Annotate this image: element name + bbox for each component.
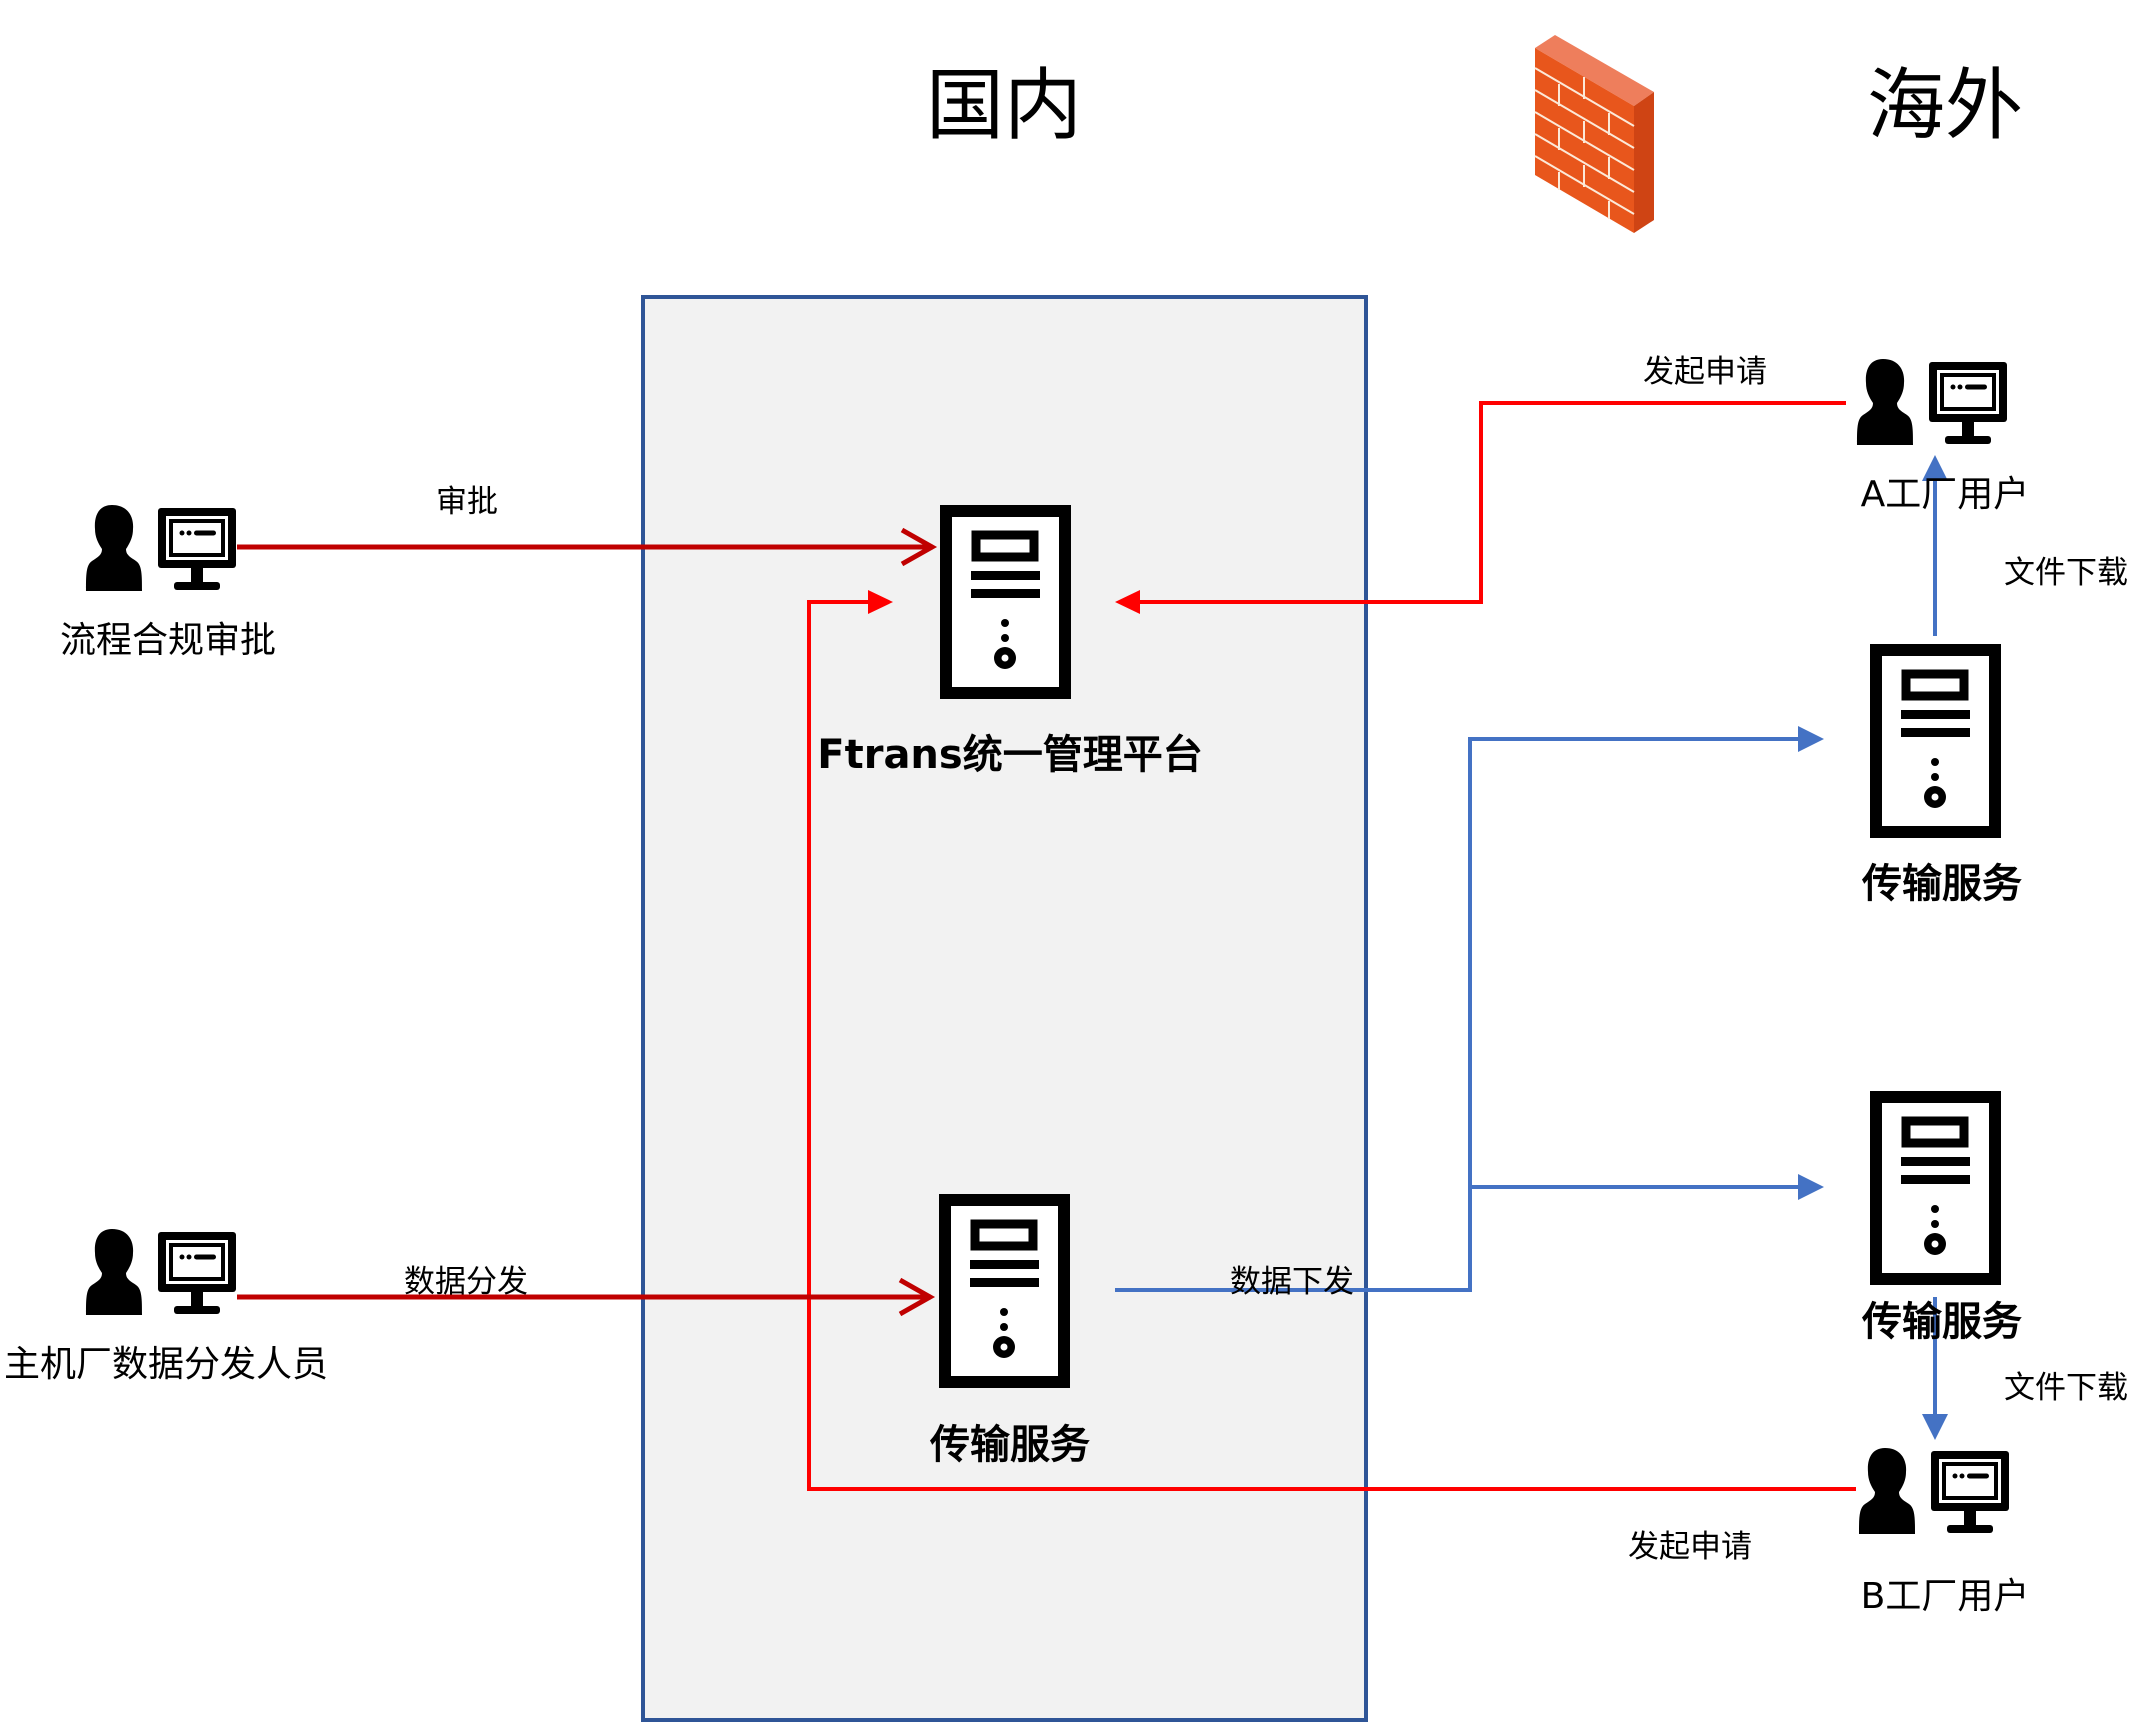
- approve-arrowhead: [900, 527, 938, 567]
- download-a-edge-label: 文件下载: [2004, 555, 2128, 591]
- overseas-transfer-a-server-icon[interactable]: [1876, 650, 1995, 832]
- dispatch-edge-label: 数据下发: [1230, 1264, 1354, 1300]
- domestic-transfer-server-icon[interactable]: [945, 1200, 1064, 1382]
- overseas-transfer-a-label: 传输服务: [1861, 861, 2022, 907]
- download-a-arrowhead: [1922, 455, 1948, 481]
- overseas-transfer-b-server-icon[interactable]: [1876, 1097, 1995, 1279]
- download-b-arrowhead: [1922, 1414, 1948, 1440]
- firewall-icon: [1534, 35, 1654, 233]
- request-b-arrowhead: [868, 590, 893, 614]
- dispatch-b-arrowhead: [1798, 1174, 1824, 1200]
- distributor-user-computer-icon[interactable]: [84, 1227, 238, 1317]
- distributor-label: 主机厂数据分发人员: [4, 1344, 328, 1385]
- dispatch-a-arrowhead: [1798, 726, 1824, 752]
- request-a-arrowhead: [1115, 590, 1140, 614]
- platform-label: Ftrans统一管理平台: [817, 732, 1202, 778]
- overseas-transfer-b-label: 传输服务: [1861, 1299, 2022, 1345]
- region-title-domestic: 国内: [926, 61, 1082, 151]
- platform-server-icon[interactable]: [946, 511, 1065, 693]
- factory-a-user-label: A工厂用户: [1861, 474, 2030, 515]
- domestic-transfer-label: 传输服务: [929, 1422, 1090, 1468]
- distribute-arrowhead: [898, 1277, 936, 1317]
- approve-edge-label: 审批: [436, 484, 498, 520]
- download-b-edge-label: 文件下载: [2004, 1370, 2128, 1406]
- factory-b-user-label: B工厂用户: [1861, 1576, 2030, 1617]
- request-a-edge-label: 发起申请: [1643, 354, 1767, 390]
- dispatch-line-a: [1115, 737, 1806, 1292]
- request-b-edge-label: 发起申请: [1628, 1529, 1752, 1565]
- region-title-overseas: 海外: [1867, 61, 2023, 151]
- request-a-line: [1128, 401, 1846, 604]
- approver-user-computer-icon[interactable]: [84, 503, 238, 593]
- factory-b-user-computer-icon[interactable]: [1857, 1446, 2011, 1536]
- request-b-line: [807, 600, 1856, 1491]
- approver-label: 流程合规审批: [60, 620, 276, 661]
- distribute-edge-label: 数据分发: [404, 1264, 528, 1300]
- factory-a-user-computer-icon[interactable]: [1855, 357, 2009, 447]
